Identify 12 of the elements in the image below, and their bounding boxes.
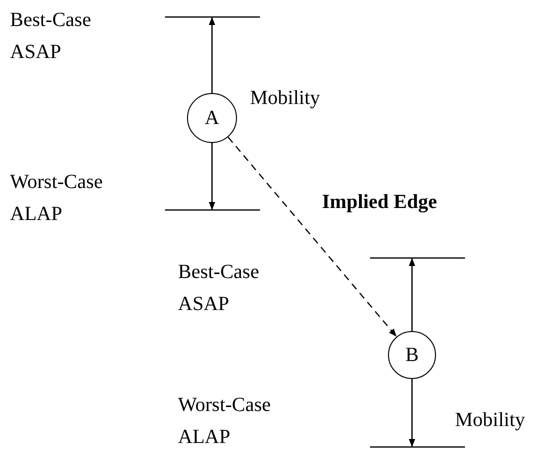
node-label: B [405, 344, 419, 366]
node-circle [187, 93, 237, 143]
schedule-bound-label: Worst-Case ALAP [10, 170, 104, 227]
schedule-bound-label: Best-Case ASAP [10, 8, 92, 65]
schedule-bound-label: Worst-Case ALAP [178, 393, 272, 450]
node-label: A [204, 106, 220, 130]
edge-label: Implied Edge [322, 191, 438, 214]
schedule-bound-label: Best-Case ASAP [178, 260, 260, 317]
mobility-label: Mobility [455, 408, 526, 433]
dashed-arrow [228, 136, 397, 338]
node-circle [388, 331, 436, 379]
mobility-label: Mobility [250, 86, 322, 111]
